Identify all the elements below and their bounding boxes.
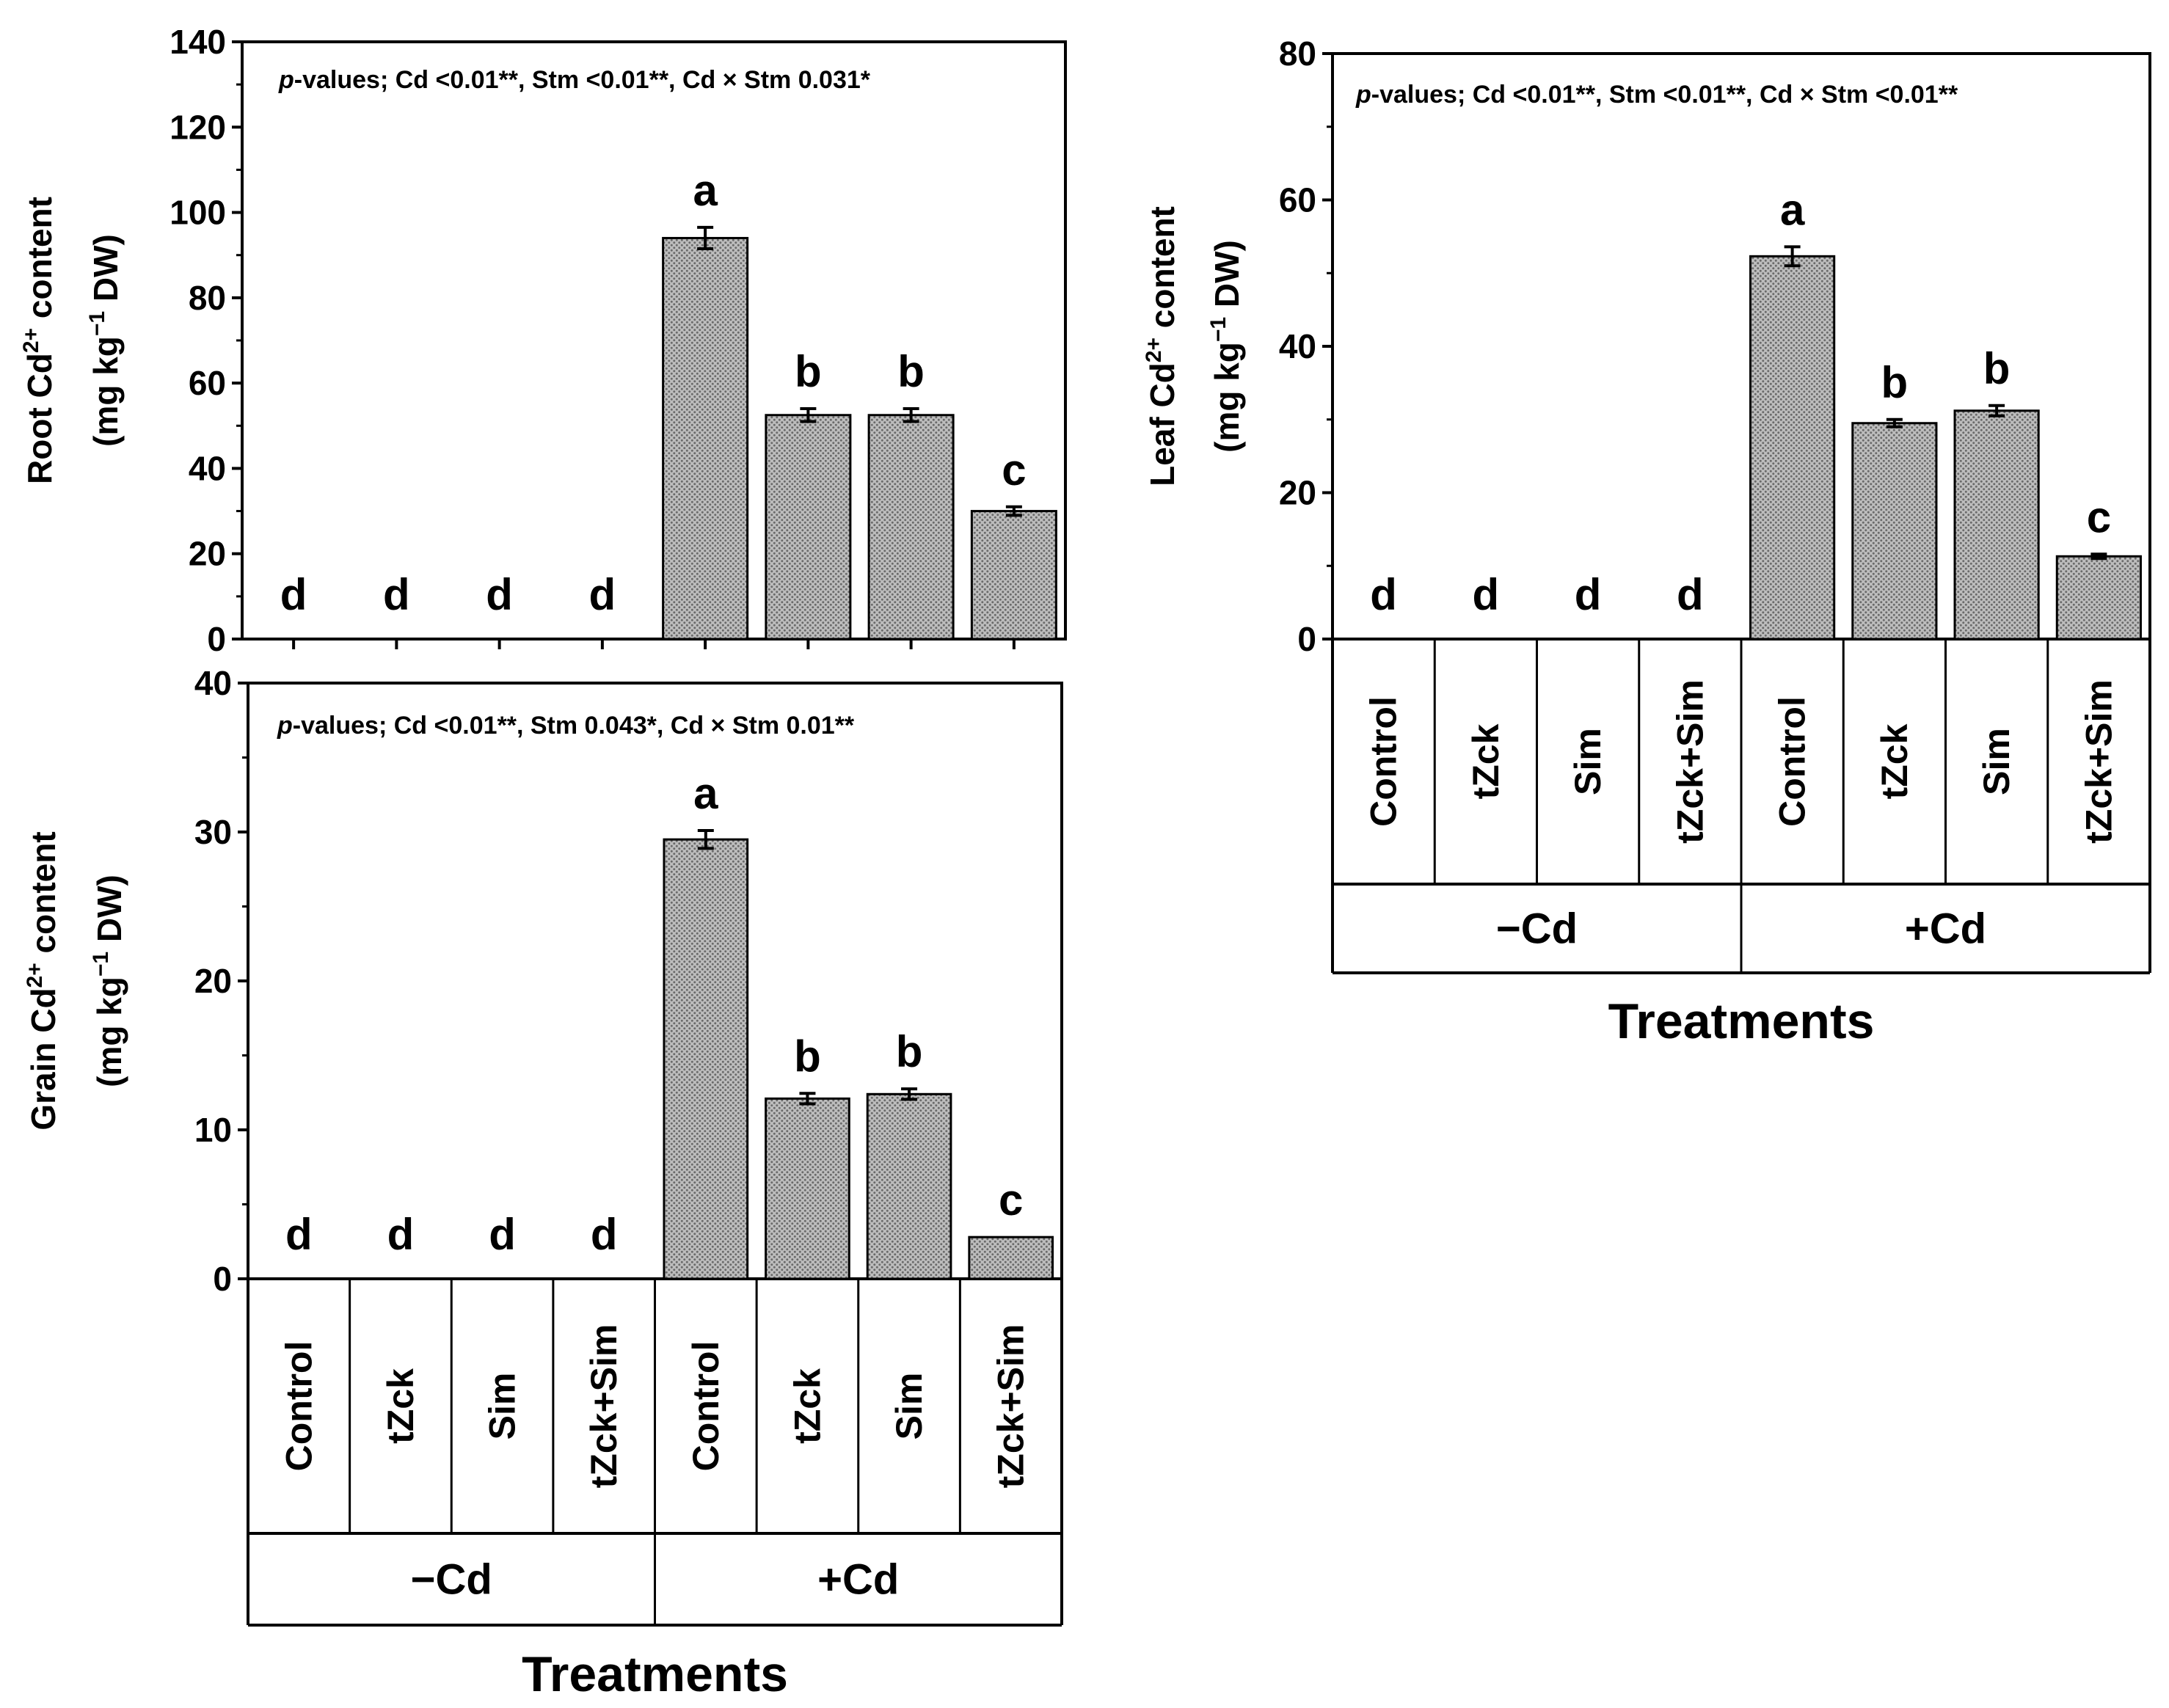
- group-label: −Cd: [1496, 905, 1578, 953]
- bar: [1749, 255, 1836, 640]
- p-value-annotation: p-values; Cd <0.01**, Stm 0.043*, Cd × S…: [277, 712, 855, 740]
- category-label: tZck+Sim: [991, 1324, 1032, 1489]
- y-tick-label: 20: [1279, 474, 1316, 512]
- y-tick-label: 40: [194, 664, 232, 702]
- root-cd-panel: 0 20 40 60 80 100 120 140 d d d d a b b c p-values; Cd <…: [19, 23, 1067, 658]
- category-label: Control: [1363, 696, 1404, 827]
- p-value-annotation: p-values; Cd <0.01**, Stm <0.01**, Cd × …: [1355, 81, 1958, 109]
- category-label: tZck: [1465, 723, 1506, 799]
- y-tick-label: 20: [189, 535, 226, 573]
- y-axis-title-line1: Root Cd2+ content: [19, 197, 59, 484]
- category-label: Sim: [889, 1373, 930, 1440]
- significance-letter: d: [383, 570, 410, 619]
- bar: [765, 1097, 850, 1280]
- category-label: Control: [685, 1341, 726, 1472]
- p-value-annotation: p-values; Cd <0.01**, Stm <0.01**, Cd × …: [278, 66, 871, 94]
- y-axis-title-line2: (mg kg−1 DW): [85, 234, 125, 447]
- bar: [662, 236, 749, 640]
- significance-letter: d: [489, 1210, 516, 1259]
- significance-letter: d: [1677, 570, 1704, 619]
- significance-letter: d: [285, 1210, 313, 1259]
- category-label: Sim: [1976, 728, 2017, 795]
- significance-letter: c: [2087, 492, 2111, 541]
- y-axis-title-line2: (mg kg−1 DW): [89, 875, 128, 1087]
- y-axis-title-line1: Grain Cd2+ content: [23, 831, 62, 1130]
- y-tick-label: 40: [1279, 327, 1316, 365]
- category-label: Sim: [482, 1373, 523, 1440]
- y-tick-label: 80: [1279, 34, 1316, 73]
- significance-letter: a: [1780, 185, 1805, 234]
- significance-letter: d: [1370, 570, 1397, 619]
- y-tick-label: 120: [169, 108, 226, 146]
- significance-letter: d: [589, 570, 616, 619]
- significance-letter: c: [999, 1175, 1023, 1225]
- bar: [866, 1092, 952, 1280]
- category-label: tZck+Sim: [583, 1324, 624, 1489]
- bar: [2055, 555, 2142, 640]
- category-label: Sim: [1567, 728, 1608, 795]
- y-tick-label: 60: [189, 364, 226, 402]
- y-tick-label: 80: [189, 279, 226, 317]
- group-label: +Cd: [817, 1556, 899, 1604]
- bar: [765, 414, 852, 640]
- group-label: +Cd: [1905, 905, 1986, 953]
- category-label: tZck: [380, 1368, 421, 1444]
- bar: [1953, 409, 2040, 640]
- significance-letter: a: [693, 166, 718, 215]
- significance-letter: b: [1881, 358, 1909, 407]
- y-tick-label: 0: [213, 1260, 232, 1298]
- y-tick-label: 0: [207, 620, 226, 658]
- leaf-cd-panel: 0 20 40 60 80 d d d d a b b c p-values; Cd <0.01**, S…: [1142, 34, 2151, 1049]
- significance-letter: a: [693, 769, 718, 818]
- significance-letter: b: [896, 1027, 923, 1076]
- category-label: Control: [1772, 696, 1813, 827]
- x-axis-title: Treatments: [1608, 993, 1875, 1049]
- y-tick-label: 10: [194, 1111, 232, 1149]
- x-axis-title: Treatments: [522, 1646, 788, 1702]
- bar: [1851, 422, 1938, 640]
- y-tick-label: 60: [1279, 181, 1316, 219]
- significance-letter: d: [387, 1210, 415, 1259]
- category-label: tZck+Sim: [1669, 679, 1710, 844]
- category-label: tZck+Sim: [2078, 679, 2119, 844]
- significance-letter: d: [591, 1210, 618, 1259]
- y-axis-title-line2: (mg kg−1 DW): [1206, 240, 1246, 453]
- y-tick-label: 20: [194, 962, 232, 1000]
- y-tick-label: 30: [194, 813, 232, 851]
- bar: [968, 1236, 1054, 1280]
- y-tick-label: 140: [169, 23, 226, 61]
- y-tick-label: 0: [1297, 620, 1316, 658]
- significance-letter: d: [1473, 570, 1500, 619]
- significance-letter: b: [794, 1032, 821, 1081]
- y-tick-label: 100: [169, 194, 226, 232]
- category-label: tZck: [787, 1368, 828, 1444]
- category-label: Control: [278, 1341, 319, 1472]
- significance-letter: b: [795, 347, 822, 396]
- bar: [867, 414, 955, 640]
- grain-cd-panel: 0 10 20 30 40 d d d d a b b c p-values; Cd <0.01**, S…: [23, 664, 1063, 1702]
- y-tick-label: 40: [189, 449, 226, 487]
- significance-letter: b: [897, 347, 925, 396]
- bar: [970, 510, 1057, 640]
- significance-letter: b: [1983, 344, 2011, 393]
- significance-letter: c: [1002, 445, 1026, 494]
- y-axis-title-line1: Leaf Cd2+ content: [1142, 206, 1181, 486]
- significance-letter: d: [1575, 570, 1602, 619]
- bar: [663, 838, 749, 1280]
- significance-letter: d: [280, 570, 307, 619]
- significance-letter: d: [486, 570, 513, 619]
- category-label: tZck: [1874, 723, 1915, 799]
- group-label: −Cd: [411, 1556, 492, 1604]
